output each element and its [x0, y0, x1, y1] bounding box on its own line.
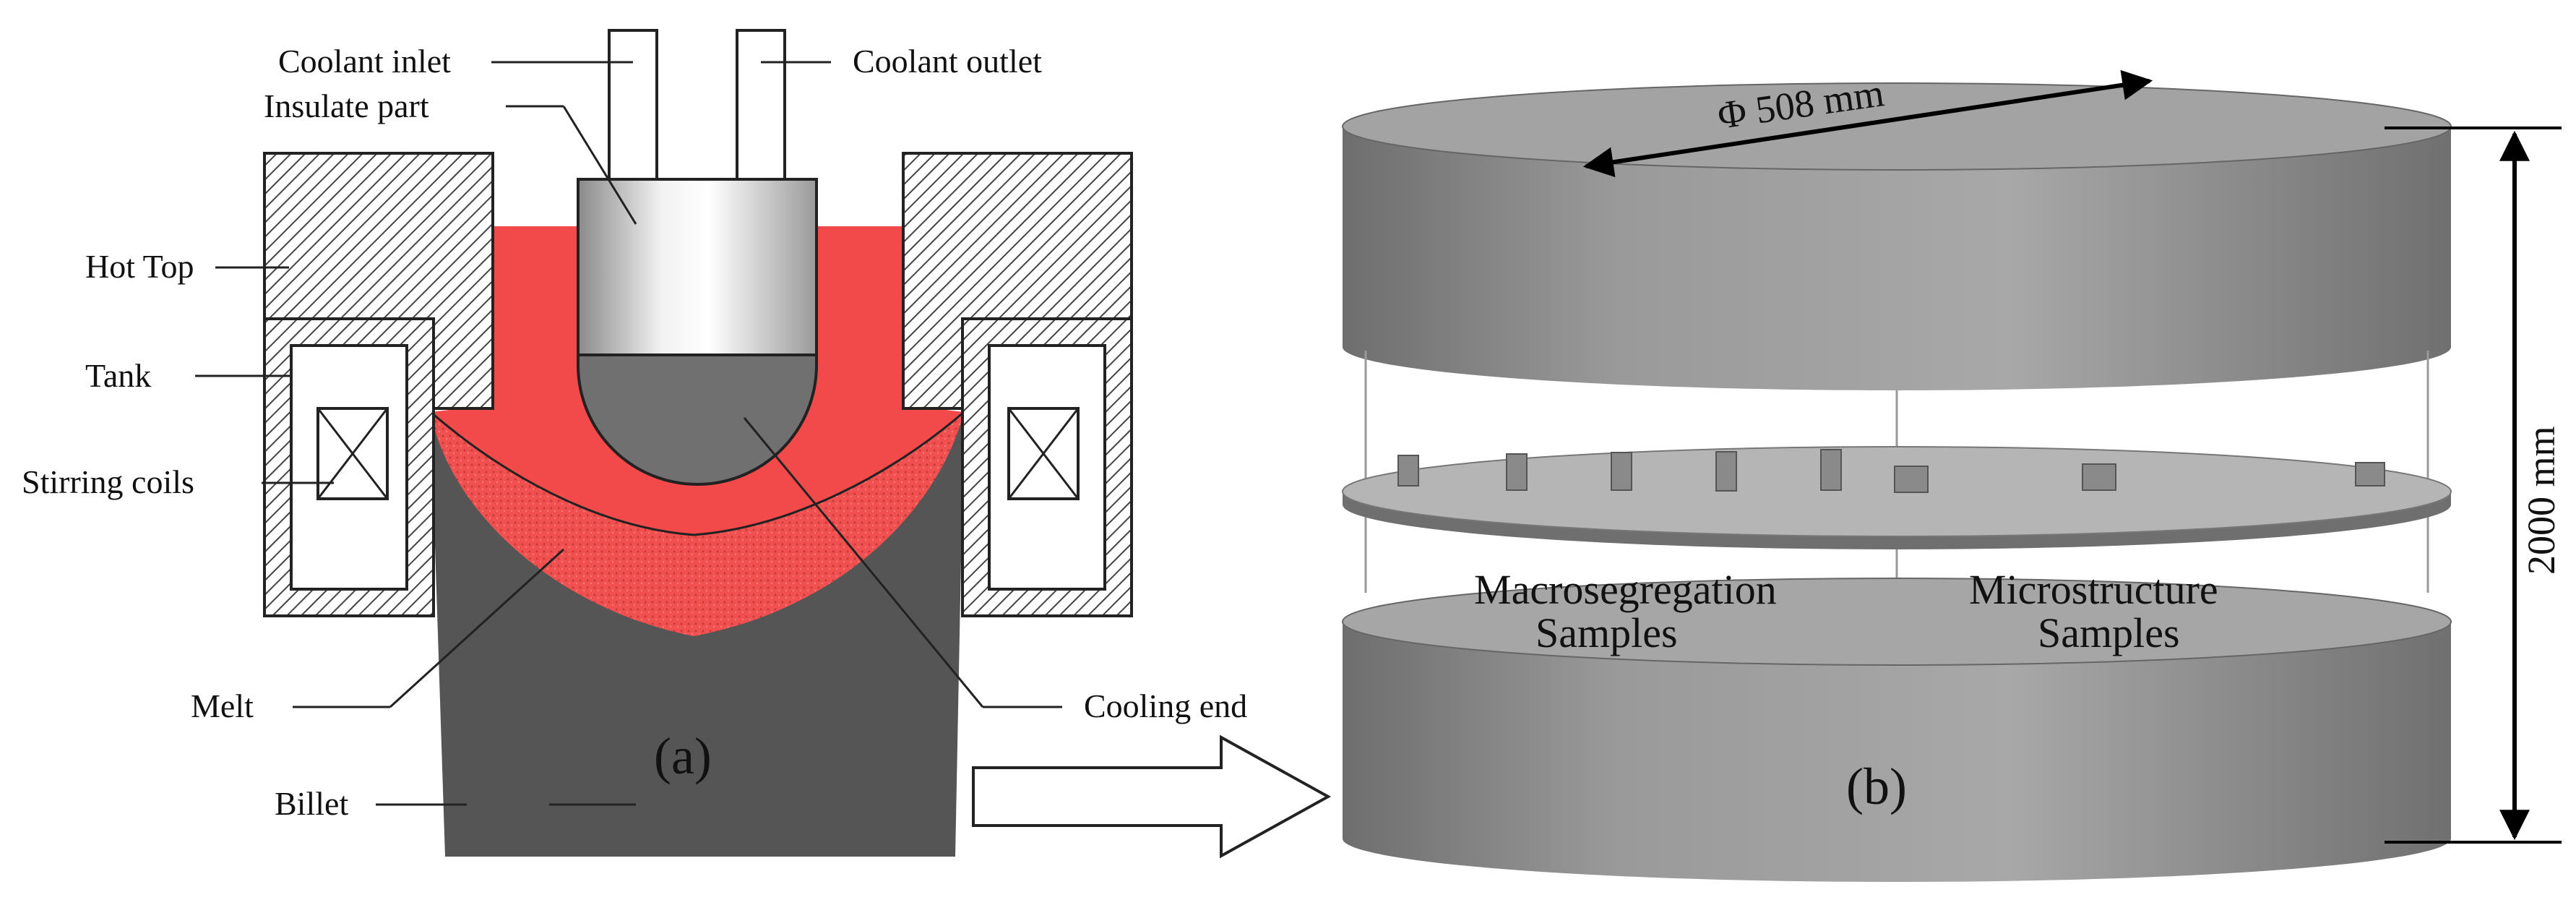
macro-sample-pin: [1715, 451, 1737, 492]
transition-arrow: [972, 734, 1332, 859]
label-coolant-inlet: Coolant inlet: [278, 43, 451, 80]
height-label: 2000 mm: [2520, 426, 2563, 575]
macro-sample-pin: [1611, 452, 1632, 491]
micro-label-line2: Samples: [2038, 609, 2180, 656]
micro-label-line1: Microstructure: [1969, 566, 2218, 613]
label-melt: Melt: [191, 687, 254, 724]
hot-top-left: [263, 152, 494, 412]
coolant-outlet-pipe: [736, 29, 786, 182]
insulate-part: [577, 178, 818, 356]
label-insulate-part: Insulate part: [264, 87, 429, 124]
micro-sample-pin: [2355, 462, 2385, 486]
stirring-coil-right: [1007, 407, 1080, 500]
macro-label-line2: Samples: [1535, 609, 1678, 656]
coolant-inlet-pipe: [608, 29, 658, 182]
micro-sample-pin: [2082, 463, 2116, 491]
tank-left: [263, 317, 435, 617]
macro-sample-pin: [1820, 449, 1842, 491]
diameter-arrow: [1582, 69, 2153, 178]
hot-top-right: [902, 152, 1133, 410]
height-dimension: [2385, 127, 2562, 844]
tank-right: [961, 317, 1133, 617]
cooling-end: [577, 353, 818, 486]
macro-label-line1: Macrosegregation: [1474, 566, 1777, 613]
micro-sample-pin: [1894, 466, 1929, 493]
panel-b-label: (b): [1846, 758, 1907, 815]
top-cylinder: [1342, 82, 2452, 390]
panel-b: Φ 508 mm 2000 mm Macrosegregation Sample…: [1342, 69, 2563, 882]
stirring-coil-left: [316, 407, 389, 500]
label-cooling-end: Cooling end: [1084, 687, 1247, 724]
sample-pins: [1397, 449, 2385, 493]
label-coolant-outlet: Coolant outlet: [853, 43, 1042, 80]
label-billet: Billet: [275, 785, 348, 822]
panel-a: Coolant inlet Coolant outlet Insulate pa…: [22, 29, 1247, 857]
label-hot-top: Hot Top: [85, 248, 194, 285]
macro-sample-pin: [1397, 455, 1419, 486]
leader-lines: [195, 61, 1062, 806]
mushy-zone: [431, 412, 964, 636]
panel-a-label: (a): [654, 727, 712, 785]
label-stirring-coils: Stirring coils: [22, 463, 194, 500]
bottom-cylinder: [1342, 578, 2452, 882]
macro-sample-pin: [1506, 453, 1528, 491]
label-tank: Tank: [85, 357, 151, 394]
